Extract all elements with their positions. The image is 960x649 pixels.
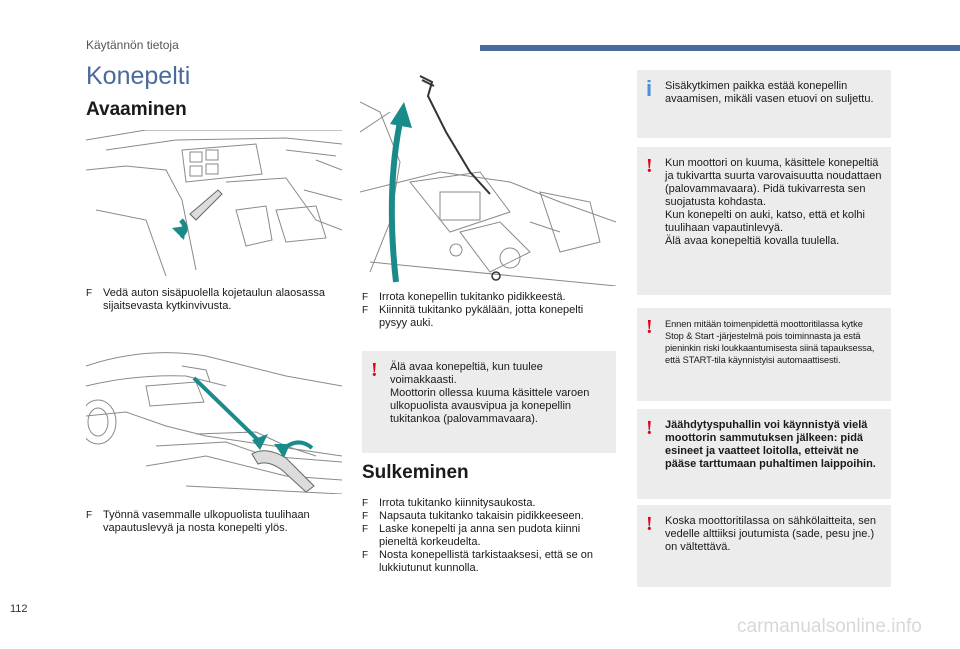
bullet-icon: F: [362, 305, 369, 316]
illustration-prop-rod: [360, 72, 616, 286]
bullet-icon: F: [362, 550, 369, 561]
warning-icon: !: [646, 417, 653, 439]
bullet-icon: F: [362, 292, 369, 303]
illustration-exterior-release: [86, 346, 342, 494]
exterior-release-drawing: [86, 352, 342, 494]
page-title: Konepelti: [86, 62, 191, 90]
bullet-icon: F: [362, 511, 369, 522]
warning-electrical: ! Koska moottoritilassa on sähkölaitteit…: [637, 505, 891, 587]
warning-hot-engine: ! Kun moottori on kuuma, käsittele konep…: [637, 147, 891, 295]
section-title-opening: Avaaminen: [86, 99, 187, 120]
bullet-icon: F: [86, 510, 93, 521]
bullet-icon: F: [86, 288, 93, 299]
prop-rod-drawing: [360, 75, 616, 286]
info-door-switch: i Sisäkytkimen paikka estää konepellin a…: [637, 70, 891, 138]
warning-icon: !: [646, 316, 653, 338]
warning-fan: ! Jäähdytyspuhallin voi käynnistyä vielä…: [637, 409, 891, 499]
watermark: carmanualsonline.info: [737, 616, 922, 637]
section-title-closing: Sulkeminen: [362, 462, 469, 483]
bullet-icon: F: [362, 524, 369, 535]
section-label: Käytännön tietoja: [86, 38, 179, 52]
warning-stop-start: ! Ennen mitään toimenpidettä moottoritil…: [637, 308, 891, 401]
warning-wind: ! Älä avaa konepeltiä, kun tuulee voimak…: [362, 351, 616, 453]
interior-lever-drawing: [86, 130, 342, 276]
header-bar: [480, 45, 960, 51]
warning-icon: !: [371, 359, 378, 381]
warning-icon: !: [646, 513, 653, 535]
illustration-interior-lever: [86, 130, 342, 276]
bullet-icon: F: [362, 498, 369, 509]
page-number: 112: [10, 603, 28, 615]
info-icon: i: [646, 76, 653, 101]
warning-icon: !: [646, 155, 653, 177]
